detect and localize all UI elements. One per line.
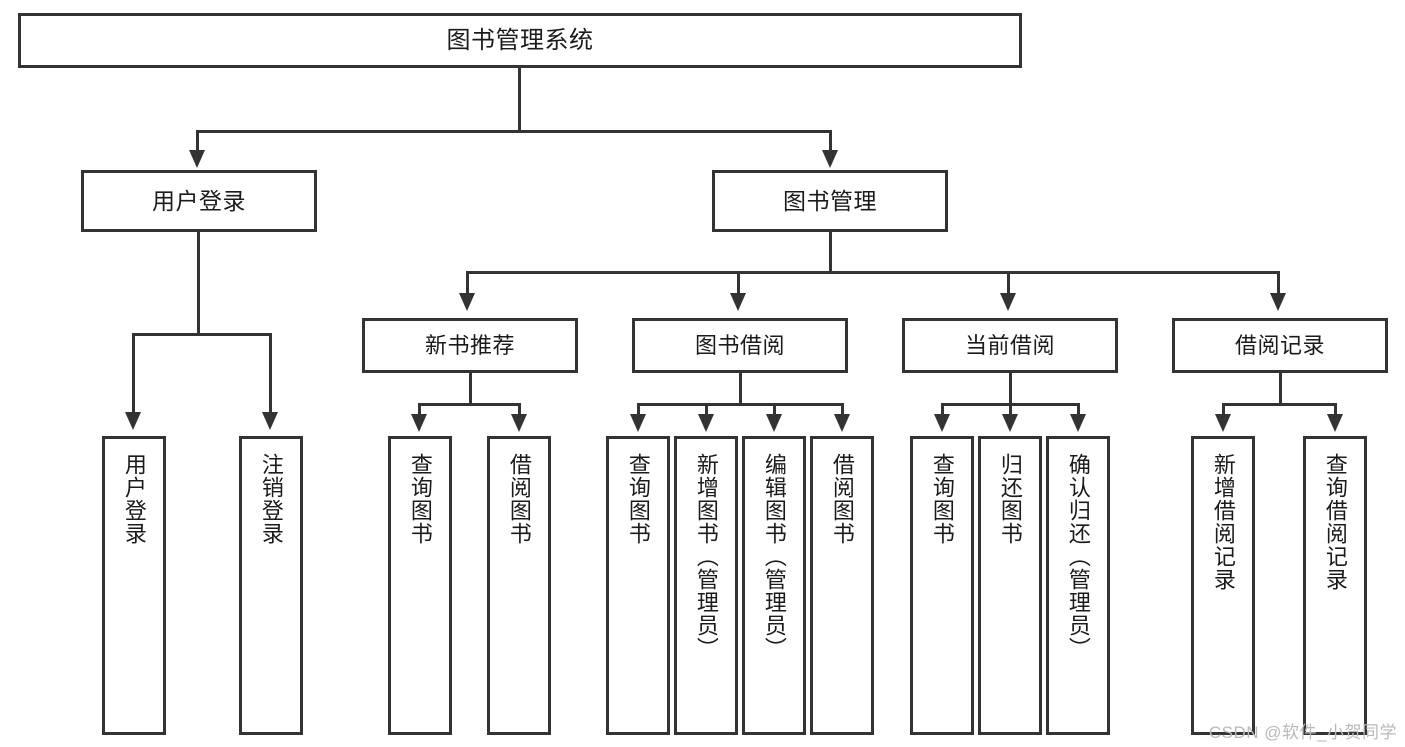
leaf-book-borrow-borrow[interactable]: 借阅图书 (810, 436, 874, 735)
leaf-book-borrow-query[interactable]: 查询图书 (606, 436, 670, 735)
arrow-book-manage-to-new-book (459, 293, 475, 311)
connector-borrow-record-leaf-1 (1222, 403, 1225, 417)
node-label: 图书借阅 (694, 332, 785, 358)
arrow-book-manage-to-record (1270, 293, 1286, 311)
connector-book-borrow-leaf-2 (705, 403, 708, 417)
connector-root-to-user-login (196, 130, 199, 154)
node-label: 借阅记录 (1234, 332, 1325, 358)
node-label: 查询图书 (625, 453, 651, 545)
arrow-borrow-record-leaf-1 (1215, 414, 1231, 432)
connector-current-borrow-leaf-1 (941, 403, 944, 417)
node-root-system[interactable]: 图书管理系统 (18, 13, 1022, 68)
node-book-management[interactable]: 图书管理 (712, 170, 948, 232)
connector-book-borrow-leaf-1 (637, 403, 640, 417)
node-borrow-record[interactable]: 借阅记录 (1172, 318, 1388, 373)
connector-borrow-record-stem (1279, 373, 1282, 405)
node-current-borrow[interactable]: 当前借阅 (902, 318, 1118, 373)
connector-borrow-record-bus (1222, 403, 1337, 406)
connector-current-borrow-leaf-2 (1009, 403, 1012, 417)
arrow-root-to-user-login (189, 150, 205, 168)
node-book-borrow[interactable]: 图书借阅 (632, 318, 848, 373)
leaf-borrow-record-add[interactable]: 新增借阅记录 (1191, 436, 1255, 735)
connector-borrow-record-leaf-2 (1334, 403, 1337, 417)
node-label: 注销登录 (258, 453, 284, 545)
node-label: 用户登录 (152, 187, 246, 214)
arrow-book-borrow-leaf-1 (630, 414, 646, 432)
watermark: CSDN @软件_小贺同学 (1208, 723, 1397, 742)
connector-current-borrow-leaf-3 (1077, 403, 1080, 417)
arrow-book-manage-to-borrow (730, 293, 746, 311)
node-label: 确认归还（管理员） (1065, 453, 1091, 660)
connector-new-book-stem (469, 373, 472, 405)
node-label: 当前借阅 (964, 332, 1055, 358)
node-label: 查询借阅记录 (1322, 453, 1348, 591)
arrow-current-borrow-leaf-1 (934, 414, 950, 432)
node-label: 新增图书（管理员） (693, 453, 719, 660)
arrow-borrow-record-leaf-2 (1327, 414, 1343, 432)
leaf-new-book-query[interactable]: 查询图书 (388, 436, 452, 735)
connector-book-borrow-stem (739, 373, 742, 405)
node-label: 图书管理 (783, 187, 877, 214)
connector-user-login-bus (132, 333, 272, 336)
leaf-book-borrow-add[interactable]: 新增图书（管理员） (674, 436, 738, 735)
leaf-current-borrow-confirm-return[interactable]: 确认归还（管理员） (1046, 436, 1110, 735)
arrow-new-book-leaf-1 (411, 414, 427, 432)
node-label: 借阅图书 (829, 453, 855, 545)
arrow-book-borrow-leaf-3 (766, 414, 782, 432)
node-label: 归还图书 (997, 453, 1023, 545)
node-label: 新书推荐 (424, 332, 515, 358)
connector-book-manage-to-record (1277, 271, 1280, 297)
leaf-current-borrow-return[interactable]: 归还图书 (978, 436, 1042, 735)
connector-new-book-leaf-2 (518, 403, 521, 417)
leaf-book-borrow-edit[interactable]: 编辑图书（管理员） (742, 436, 806, 735)
connector-book-manage-to-current (1007, 271, 1010, 297)
connector-new-book-bus (418, 403, 521, 406)
node-label: 图书管理系统 (446, 26, 594, 54)
connector-user-login-leaf-2 (269, 333, 272, 416)
arrow-current-borrow-leaf-2 (1002, 414, 1018, 432)
connector-current-borrow-stem (1009, 373, 1012, 405)
node-label: 编辑图书（管理员） (761, 453, 787, 660)
connector-user-login-stem (197, 232, 200, 335)
node-new-book-recommend[interactable]: 新书推荐 (362, 318, 578, 373)
connector-root-bus (196, 130, 832, 133)
node-label: 借阅图书 (506, 453, 532, 545)
leaf-user-login-logout[interactable]: 注销登录 (239, 436, 303, 735)
arrow-user-login-leaf-1 (125, 412, 141, 430)
leaf-borrow-record-query[interactable]: 查询借阅记录 (1303, 436, 1367, 735)
connector-book-manage-stem (829, 232, 832, 274)
arrow-book-borrow-leaf-2 (698, 414, 714, 432)
connector-book-borrow-bus (637, 403, 842, 406)
leaf-user-login-login[interactable]: 用户登录 (102, 436, 166, 735)
arrow-user-login-leaf-2 (262, 412, 278, 430)
node-label: 用户登录 (121, 453, 147, 545)
node-label: 新增借阅记录 (1210, 453, 1236, 591)
arrow-book-borrow-leaf-4 (834, 414, 850, 432)
connector-root-to-book-manage (829, 130, 832, 154)
node-user-login[interactable]: 用户登录 (81, 170, 317, 232)
connector-root-stem (518, 68, 521, 132)
connector-user-login-leaf-1 (132, 333, 135, 416)
node-label: 查询图书 (407, 453, 433, 545)
connector-book-manage-bus (466, 271, 1278, 274)
leaf-new-book-borrow[interactable]: 借阅图书 (487, 436, 551, 735)
node-label: 查询图书 (929, 453, 955, 545)
connector-book-borrow-leaf-3 (773, 403, 776, 417)
connector-book-borrow-leaf-4 (841, 403, 844, 417)
connector-new-book-leaf-1 (418, 403, 421, 417)
arrow-new-book-leaf-2 (511, 414, 527, 432)
arrow-root-to-book-manage (822, 150, 838, 168)
leaf-current-borrow-query[interactable]: 查询图书 (910, 436, 974, 735)
arrow-book-manage-to-current (1000, 293, 1016, 311)
arrow-current-borrow-leaf-3 (1070, 414, 1086, 432)
connector-book-manage-to-new-book (466, 271, 469, 297)
connector-book-manage-to-borrow (737, 271, 740, 297)
